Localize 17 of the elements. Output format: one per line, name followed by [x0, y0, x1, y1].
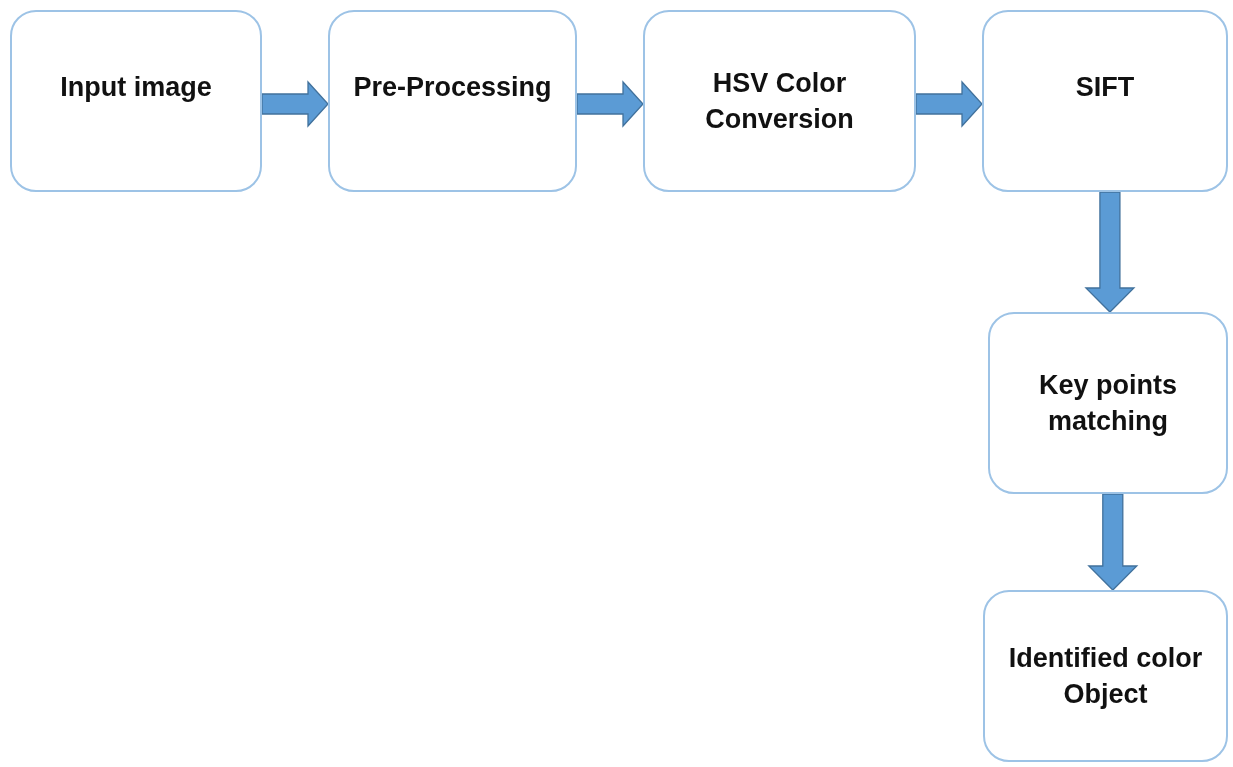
box-label: Key points matching: [1038, 368, 1178, 438]
box-label: SIFT: [1075, 70, 1135, 104]
block-arrow: [915, 80, 983, 128]
box-label: Pre-Processing: [353, 70, 552, 104]
block-arrow: [261, 80, 329, 128]
block-arrow: [1084, 191, 1136, 313]
process-box: [328, 10, 577, 192]
process-box: [988, 312, 1228, 494]
block-arrow: [576, 80, 644, 128]
process-box: [982, 10, 1228, 192]
process-box: [10, 10, 262, 192]
box-label: Identified color Object: [1007, 641, 1204, 711]
block-arrow: [1087, 493, 1139, 591]
box-label: Input image: [60, 70, 212, 104]
box-label: HSV Color Conversion: [704, 66, 855, 136]
process-box: [983, 590, 1228, 762]
process-box: [643, 10, 916, 192]
